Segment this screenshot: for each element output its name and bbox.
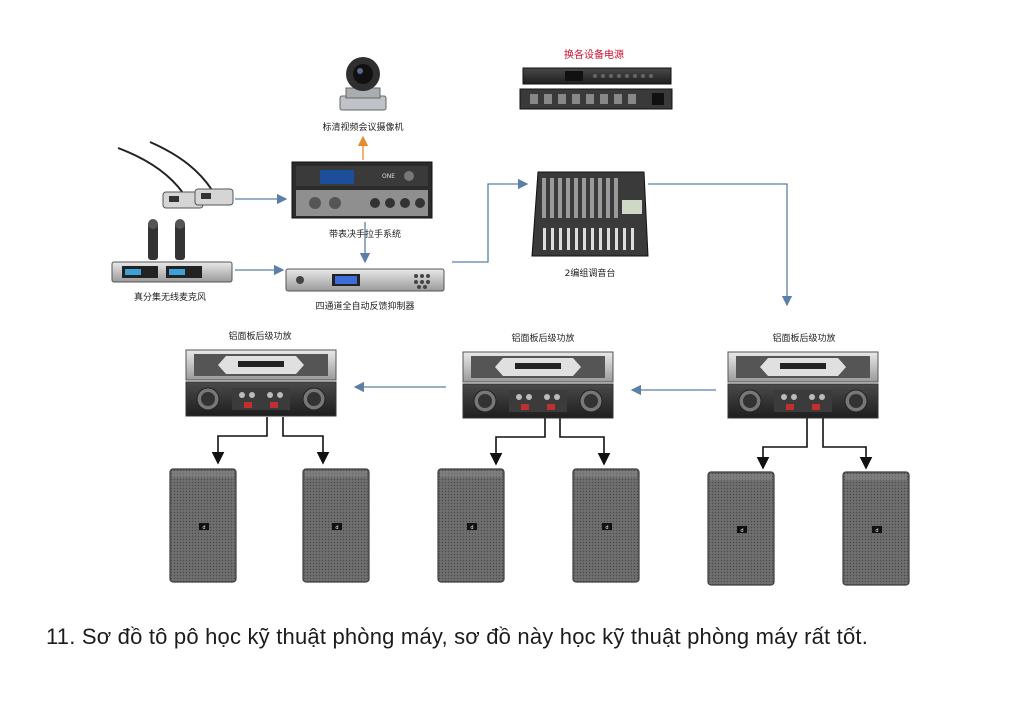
amp-center-label: 铝面板后级功放 — [511, 332, 574, 344]
svg-text:ONE: ONE — [382, 173, 395, 180]
amplifier-center-icon — [462, 351, 614, 419]
speaker-2-icon — [302, 468, 370, 583]
gooseneck-microphone-icon — [117, 141, 234, 209]
arrow-suppressor-to-mixer — [452, 178, 529, 263]
speaker-6-icon — [842, 471, 910, 586]
camera-label: 标清视频会议摄像机 — [322, 121, 403, 133]
wire-left-amp-speaker-1 — [211, 417, 268, 465]
caption: 11. Sơ đồ tô pô học kỹ thuật phòng máy, … — [46, 624, 869, 649]
wire-right-amp-speaker-1 — [756, 418, 808, 470]
wire-center-amp-speaker-2 — [559, 418, 611, 466]
amp-right-label: 铝面板后级功放 — [772, 332, 835, 344]
wireless-microphone-icon — [111, 219, 233, 283]
amplifier-right-icon — [727, 351, 879, 419]
power-sequencer-label: 换各设备电源 — [564, 48, 624, 61]
system-topology-diagram: d — [111, 48, 910, 586]
wire-left-amp-speaker-2 — [282, 417, 330, 465]
speaker-1-icon — [169, 468, 237, 583]
wire-center-amp-speaker-1 — [489, 418, 546, 466]
amplifier-left-icon — [185, 349, 337, 417]
wire-right-amp-speaker-2 — [822, 418, 873, 470]
conference-system-label: 带表决手拉手系统 — [329, 228, 401, 240]
feedback-suppressor-label: 四通道全自动反馈抑制器 — [315, 300, 414, 312]
camera-icon — [339, 57, 387, 111]
speaker-4-icon — [572, 468, 640, 583]
feedback-suppressor-icon — [285, 268, 445, 292]
speaker-5-icon — [707, 471, 775, 586]
amp-left-label: 铝面板后级功放 — [228, 330, 291, 342]
conference-system-icon: ONE — [291, 161, 433, 219]
arrow-mixer-to-amp — [648, 183, 793, 307]
mixer-icon — [531, 171, 649, 257]
mixer-label: 2编组调音台 — [565, 267, 616, 279]
speaker-3-icon — [437, 468, 505, 583]
connector-lines — [211, 135, 873, 470]
wireless-mic-label: 真分集无线麦克风 — [134, 291, 206, 303]
power-sequencer-icon — [519, 67, 673, 110]
